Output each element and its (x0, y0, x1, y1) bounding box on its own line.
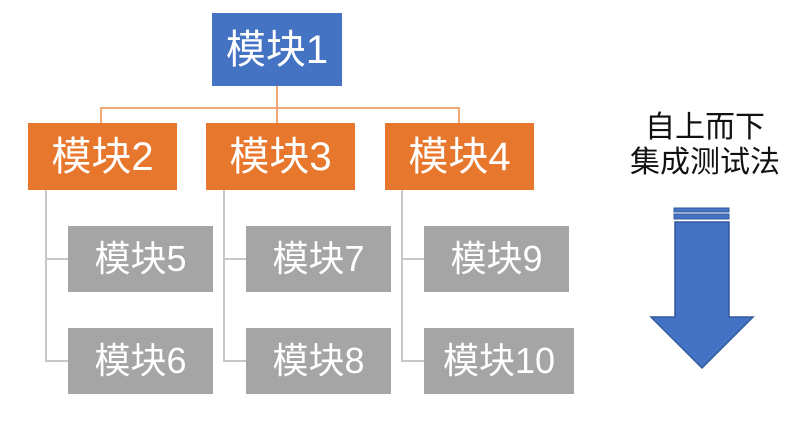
node-module7[interactable]: 模块7 (246, 226, 391, 292)
node-module8-label: 模块8 (272, 340, 365, 381)
node-module10[interactable]: 模块10 (424, 328, 574, 394)
down-arrow (645, 205, 760, 375)
node-module9[interactable]: 模块9 (424, 226, 569, 292)
node-module4[interactable]: 模块4 (385, 123, 534, 190)
node-module6[interactable]: 模块6 (68, 328, 213, 394)
node-module10-label: 模块10 (442, 340, 556, 381)
node-module3[interactable]: 模块3 (206, 123, 355, 190)
side-caption-line1: 自上而下 (645, 111, 765, 144)
connector-root-to-module3 (276, 107, 278, 124)
node-module5-label: 模块5 (94, 238, 187, 279)
side-caption: 自上而下 集成测试法 (620, 110, 790, 181)
node-module6-label: 模块6 (94, 340, 187, 381)
node-module9-label: 模块9 (450, 238, 543, 279)
node-module2-label: 模块2 (51, 134, 154, 179)
connector-module4-to-module10 (401, 360, 425, 362)
connector-module3-to-module7 (223, 258, 247, 260)
node-module2[interactable]: 模块2 (28, 123, 177, 190)
connector-root-to-module2 (100, 107, 102, 124)
node-module7-label: 模块7 (272, 238, 365, 279)
down-arrow-icon (649, 207, 755, 370)
connector-root-stem (276, 86, 278, 109)
connector-root-bus (100, 107, 460, 109)
connector-module2-trunk (45, 190, 47, 362)
node-module8[interactable]: 模块8 (246, 328, 391, 394)
connector-module4-trunk (401, 190, 403, 362)
connector-root-to-module4 (458, 107, 460, 124)
node-module4-label: 模块4 (408, 134, 511, 179)
connector-module3-to-module8 (223, 360, 247, 362)
node-module1-label: 模块1 (225, 27, 329, 72)
connector-module4-to-module9 (401, 258, 425, 260)
connector-module3-trunk (223, 190, 225, 362)
connector-module2-to-module5 (45, 258, 69, 260)
side-caption-line2: 集成测试法 (630, 146, 780, 180)
connector-module2-to-module6 (45, 360, 69, 362)
node-module3-label: 模块3 (229, 134, 332, 179)
node-module1[interactable]: 模块1 (212, 13, 342, 86)
node-module5[interactable]: 模块5 (68, 226, 213, 292)
